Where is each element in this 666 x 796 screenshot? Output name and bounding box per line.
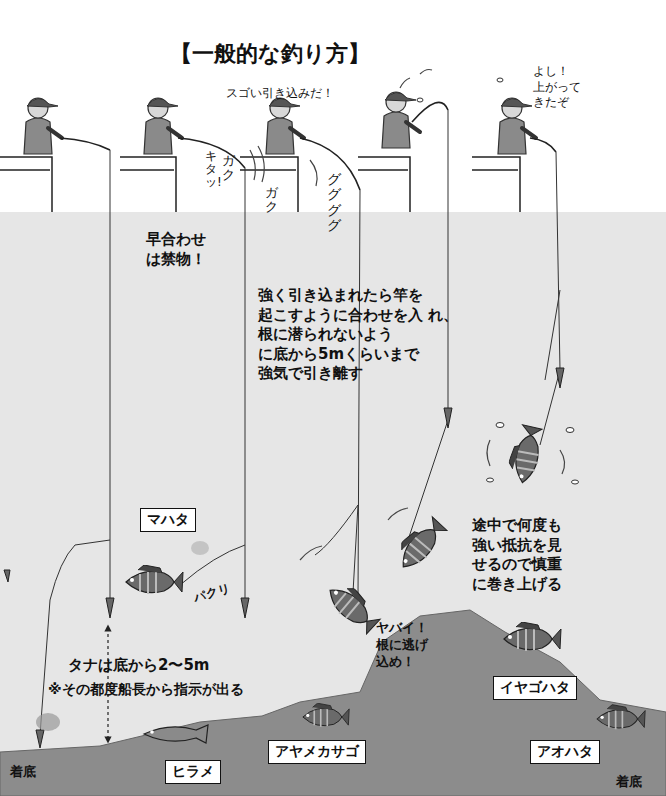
fish-name: アヤメカサゴ — [275, 743, 359, 761]
fish-name-box: アヤメカサゴ — [268, 740, 366, 764]
sound-effect: ググググ — [327, 172, 341, 234]
note-text: 早合わせ は禁物！ — [146, 230, 256, 269]
position-label: 着底 — [616, 774, 642, 791]
fish-name: アオハタ — [537, 743, 593, 761]
fish-name: イヤゴハタ — [500, 679, 570, 697]
sound-effect: パクリ — [193, 582, 232, 606]
sound-effect: キタッ! — [205, 150, 217, 190]
note-text: 途中で何度も 強い抵抗を見 せるので慎重 に巻き上げる — [472, 516, 596, 594]
fish-name-box: マハタ — [140, 508, 196, 532]
fish-name: マハタ — [147, 511, 189, 529]
fish-name-box: イヤゴハタ — [493, 676, 577, 700]
position-label: 着底 — [10, 764, 36, 781]
speech-text: ヤバイ！ 根に逃げ 込め！ — [376, 620, 448, 671]
note-text: 強く引き込まれたら竿を 起こすように合わせを入 れ、根に潜られないよう に底から… — [258, 286, 498, 384]
fish-name-box: アオハタ — [530, 740, 600, 764]
speech-text: スゴい引き込みだ！ — [226, 86, 334, 102]
note-text: タナは底から2〜5m — [68, 656, 210, 676]
speech-text: よし！ 上がって きたぞ — [533, 64, 595, 111]
sound-effect: ガク — [222, 154, 235, 183]
diagram-title: 【一般的な釣り方】 — [170, 40, 370, 69]
fish-name: ヒラメ — [172, 763, 214, 781]
fish-name-box: ヒラメ — [165, 760, 221, 784]
note-text: ※その都度船長から指示が出る — [48, 680, 244, 698]
sound-effect: ガク — [265, 186, 278, 215]
